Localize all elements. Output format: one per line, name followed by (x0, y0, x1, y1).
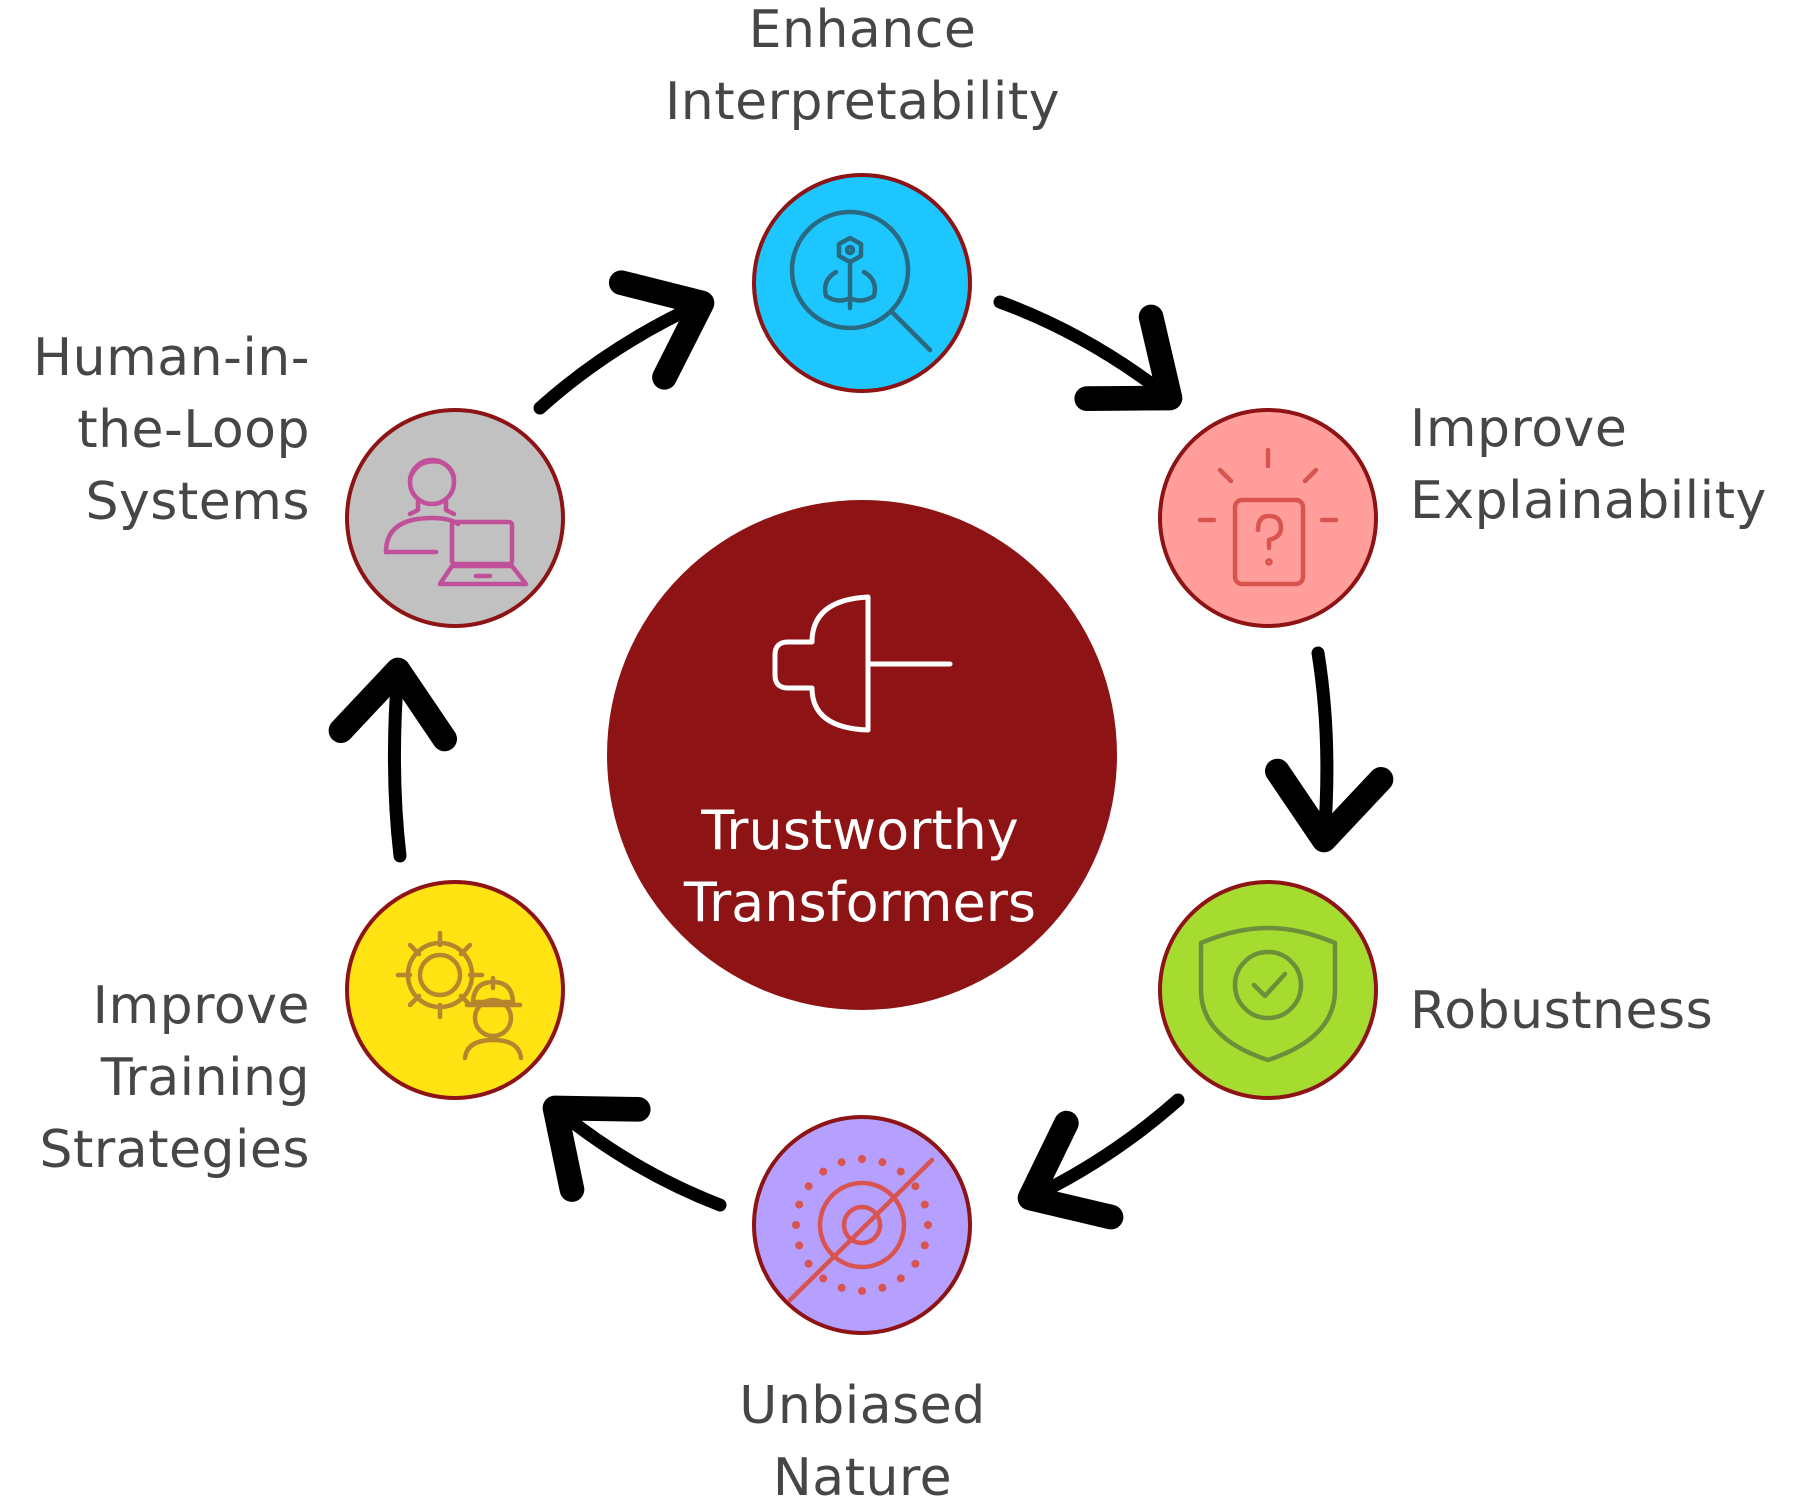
ring-dot (896, 1274, 905, 1283)
node-robustness (1158, 880, 1378, 1100)
ring-dot (878, 1283, 887, 1292)
label-explainability-line1: Improve (1410, 399, 1628, 459)
ring-dot (819, 1167, 828, 1176)
label-training: Improve Training Strategies (0, 970, 310, 1186)
magnify-network-icon (789, 209, 933, 353)
arrow-human-to-interpretability (533, 270, 715, 415)
ring-dot (804, 1259, 813, 1268)
dot-ring (792, 1155, 932, 1295)
cycle-arrows (328, 270, 1394, 1230)
arrow-unbiased-to-training (542, 1095, 727, 1212)
node-unbiased (752, 1115, 972, 1335)
shield-check-icon (1198, 925, 1338, 1063)
ring-dot (858, 1155, 866, 1163)
label-training-line3: Strategies (39, 1120, 310, 1180)
question-box-icon (1197, 447, 1339, 587)
label-unbiased: Unbiased Nature (660, 1370, 1065, 1510)
ring-dot (920, 1241, 929, 1250)
ring-dot (819, 1274, 828, 1283)
label-interpretability-line1: Enhance (748, 0, 977, 60)
ring-dot (795, 1241, 804, 1250)
label-robustness-line1: Robustness (1410, 981, 1714, 1041)
label-unbiased-line1: Unbiased (739, 1376, 986, 1436)
ring-dot (795, 1200, 804, 1209)
ring-dot (878, 1158, 887, 1167)
label-training-line1: Improve (92, 976, 310, 1036)
ring-dot (804, 1182, 813, 1191)
label-explainability: Improve Explainability (1410, 393, 1767, 537)
ring-dot (911, 1259, 920, 1268)
label-human: Human-in- the-Loop Systems (0, 322, 310, 538)
center-title-line1: Trustworthy (701, 799, 1019, 862)
center-node (607, 500, 1117, 1010)
node-training (345, 880, 565, 1100)
ring-dot (858, 1287, 866, 1295)
center-circle (607, 500, 1117, 1010)
label-robustness: Robustness (1410, 975, 1713, 1047)
node-circle-interpretability (752, 173, 972, 393)
ring-dot (792, 1221, 800, 1229)
node-human (345, 408, 565, 628)
gear-worker-icon (395, 930, 524, 1061)
ring-dot (896, 1167, 905, 1176)
label-explainability-line2: Explainability (1410, 471, 1767, 531)
node-interpretability (752, 173, 972, 393)
ring-dot (837, 1283, 846, 1292)
node-explainability (1158, 408, 1378, 628)
arrow-explainability-to-robustness (1264, 646, 1394, 853)
person-laptop-icon (383, 457, 529, 587)
center-title: Trustworthy Transformers (605, 795, 1115, 939)
arrow-robustness-to-unbiased (1017, 1093, 1185, 1230)
label-human-line2: the-Loop (77, 400, 310, 460)
label-interpretability: Enhance Interpretability (625, 0, 1100, 138)
no-bias-target-icon (787, 1155, 935, 1303)
plug-icon (772, 594, 953, 733)
node-circle-human (345, 408, 565, 628)
ring-dot (920, 1200, 929, 1209)
label-human-line3: Systems (85, 472, 310, 532)
node-circle-unbiased (752, 1115, 972, 1335)
ring-dot (911, 1182, 920, 1191)
arrow-interpretability-to-explainability (993, 295, 1183, 412)
ring-dot (924, 1221, 932, 1229)
label-interpretability-line2: Interpretability (664, 72, 1061, 132)
label-unbiased-line2: Nature (772, 1448, 953, 1508)
center-title-line2: Transformers (683, 871, 1037, 934)
label-training-line2: Training (100, 1048, 310, 1108)
arrow-training-to-human (328, 657, 458, 863)
ring-dot (837, 1158, 846, 1167)
label-human-line1: Human-in- (33, 328, 310, 388)
